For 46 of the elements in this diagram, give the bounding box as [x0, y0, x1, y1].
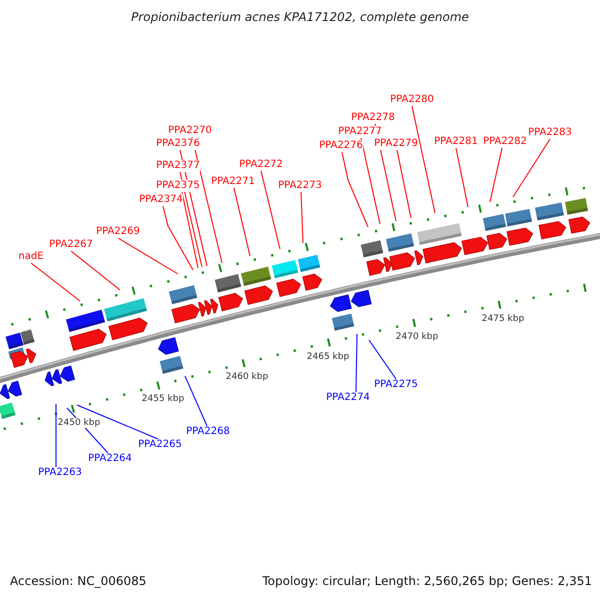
leader-line [356, 334, 358, 392]
gene-label: PPA2283 [528, 127, 572, 139]
gene-label: PPA2272 [239, 159, 283, 171]
gene-label: PPA2376 [156, 138, 200, 150]
leader-line [396, 150, 412, 218]
gene-label: PPA2282 [483, 136, 527, 148]
leader-line [234, 188, 250, 256]
scale-label: 2465 kbp [306, 352, 350, 362]
gene-label: PPA2278 [351, 112, 395, 124]
leader-line [456, 148, 468, 208]
leader-line [260, 170, 280, 250]
leader-line [184, 376, 208, 426]
leader-line [180, 172, 202, 268]
leader-line [70, 250, 120, 290]
scale-label: 2475 kbp [482, 314, 524, 324]
leader-line [76, 404, 158, 440]
leader-line [360, 138, 380, 224]
gene-label: nadE [18, 251, 44, 263]
gene-label: PPA2269 [96, 226, 140, 238]
gene-label: PPA2270 [168, 125, 212, 137]
leader-line [118, 238, 178, 274]
leader-line [368, 340, 396, 380]
leader-line [162, 206, 194, 270]
gene-label: PPA2377 [156, 160, 200, 172]
scale-label: 2460 kbp [226, 372, 268, 382]
leader-line [512, 138, 550, 198]
leader-line [30, 262, 80, 302]
gene-label: PPA2267 [49, 239, 93, 251]
leader-line [412, 106, 436, 214]
footer-text: Topology: circular; Length: 2,560,265 bp; Genes: 2,351 [262, 574, 592, 588]
scale-label: 2450 kbp [58, 418, 100, 428]
scale-label: 2470 kbp [396, 332, 438, 342]
gene-label: PPA2276 [319, 140, 363, 152]
gene-label: PPA2277 [338, 126, 382, 138]
gene-label: PPA2279 [374, 138, 418, 150]
leader-line [490, 148, 502, 202]
gene-label: PPA2271 [211, 176, 255, 188]
scale-label: 2455 kbp [142, 394, 184, 404]
leader-line [342, 152, 368, 228]
gene-label: PPA2281 [434, 136, 478, 148]
gene-label: PPA2374 [139, 194, 183, 206]
gene-label: PPA2280 [390, 94, 434, 106]
footer-text: Accession: NC_006085 [10, 574, 146, 588]
gene-label: PPA2375 [156, 180, 200, 192]
leader-line [182, 192, 198, 268]
leader-line [300, 192, 304, 244]
